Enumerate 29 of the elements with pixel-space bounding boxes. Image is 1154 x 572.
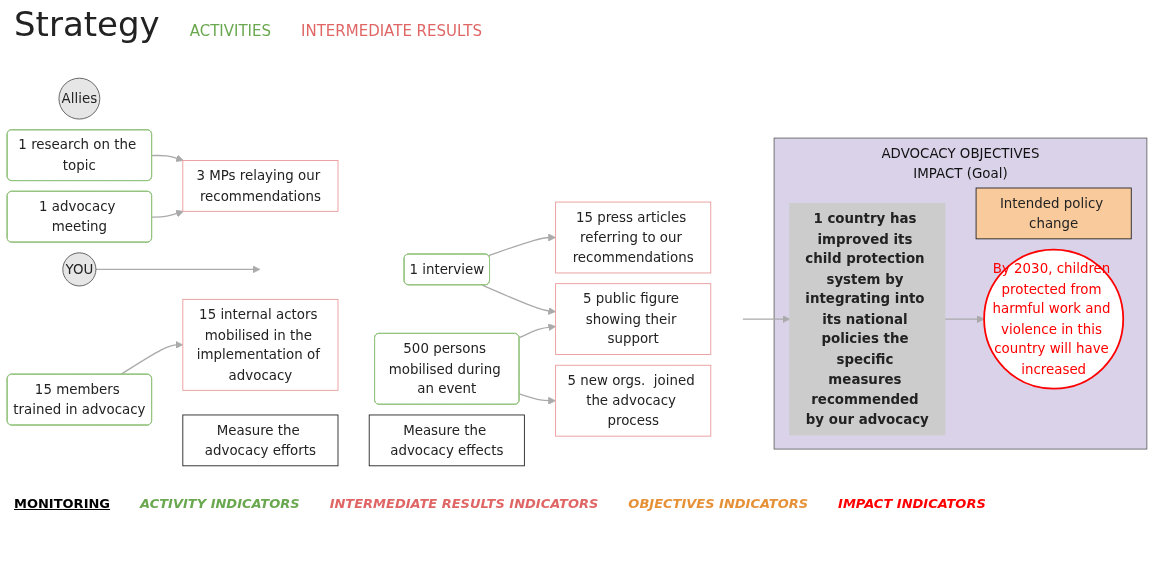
node-box: 5 new orgs. joined the advocacy process [555, 364, 712, 437]
arrow [518, 393, 556, 405]
node-box: 3 MPs relaying our recommendations [182, 160, 339, 212]
section-heading: MONITORING [14, 496, 111, 511]
arrow [95, 265, 261, 274]
node-box: 5 public figure showing their support [555, 283, 712, 355]
indicator-label: OBJECTIVES INDICATORS [628, 496, 809, 511]
indicator-label: INTERMEDIATE RESULTS INDICATORS [329, 496, 599, 511]
node-box: Intended policy change [975, 187, 1132, 240]
arrow [487, 233, 556, 257]
node-circle: YOU [62, 252, 97, 287]
arrow [151, 154, 184, 163]
arrow [151, 209, 184, 218]
arrow [119, 340, 184, 376]
arrow [518, 323, 556, 339]
node-box: 15 internal actors mobilised in the implementation of advocacy [182, 298, 339, 391]
node-box: Measure the advocacy efforts [182, 414, 339, 467]
node-box: 15 press articles referring to our recommendations [555, 201, 712, 274]
arrow [944, 315, 985, 324]
column-heading: INTERMEDIATE RESULTS [301, 22, 482, 40]
arrow [481, 284, 556, 315]
indicator-label: ACTIVITY INDICATORS [140, 496, 300, 511]
page-heading: Strategy [14, 4, 160, 44]
node-box: Measure the advocacy effects [368, 414, 525, 467]
node-box: 1 country has improved its child protection system by integrating into its national policies the specific measures recommended by our advocacy [789, 202, 946, 436]
column-heading: ACTIVITIES [189, 22, 271, 40]
indicator-label: IMPACT INDICATORS [838, 496, 986, 511]
arrow [742, 315, 791, 324]
node-circle: Allies [58, 77, 101, 120]
